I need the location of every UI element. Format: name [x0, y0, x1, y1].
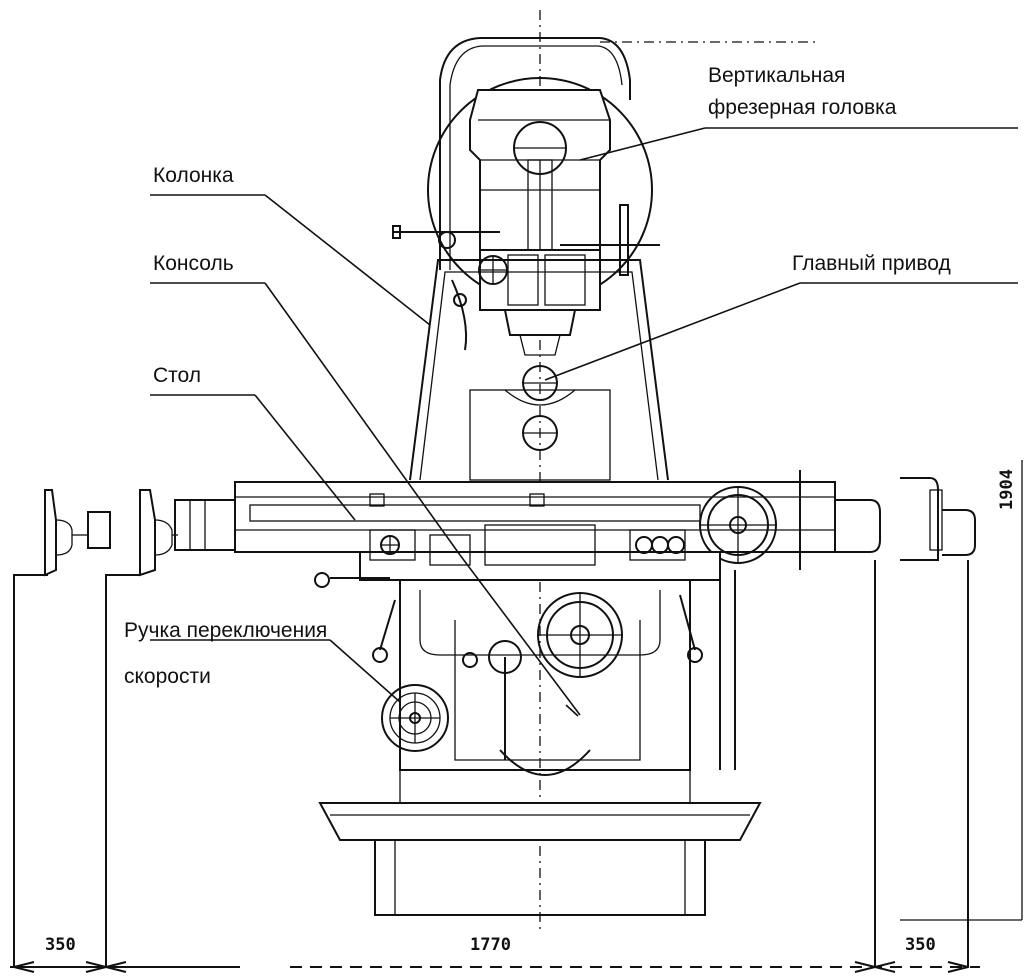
overarm-hood	[439, 37, 820, 270]
label-table: Стол	[153, 364, 201, 387]
column	[409, 259, 669, 481]
leader-lines	[150, 127, 1018, 717]
dimension-lines	[10, 460, 1023, 973]
console	[314, 524, 736, 776]
machine-base	[318, 770, 762, 916]
label-speed-handle-1: Ручка переключения	[124, 619, 327, 642]
label-vertical-head-2: фрезерная головка	[708, 96, 897, 119]
vertical-milling-head	[469, 89, 611, 356]
head-controls	[392, 204, 660, 351]
speed-change-dial	[381, 684, 449, 752]
left-handwheel	[139, 489, 178, 577]
label-column: Колонка	[153, 164, 234, 187]
left-handwheel-extended	[44, 489, 111, 577]
dim-total-width: 1770	[470, 935, 511, 955]
label-main-drive: Главный привод	[792, 252, 951, 275]
label-speed-handle-2: скорости	[124, 665, 211, 688]
dim-total-height: 1904	[997, 469, 1017, 510]
label-console: Консоль	[153, 252, 234, 275]
dim-left-extension: 350	[45, 935, 76, 955]
label-vertical-head-1: Вертикальная	[708, 64, 845, 87]
dim-right-extension: 350	[905, 935, 936, 955]
right-end-extended	[900, 477, 976, 561]
table	[174, 470, 881, 570]
